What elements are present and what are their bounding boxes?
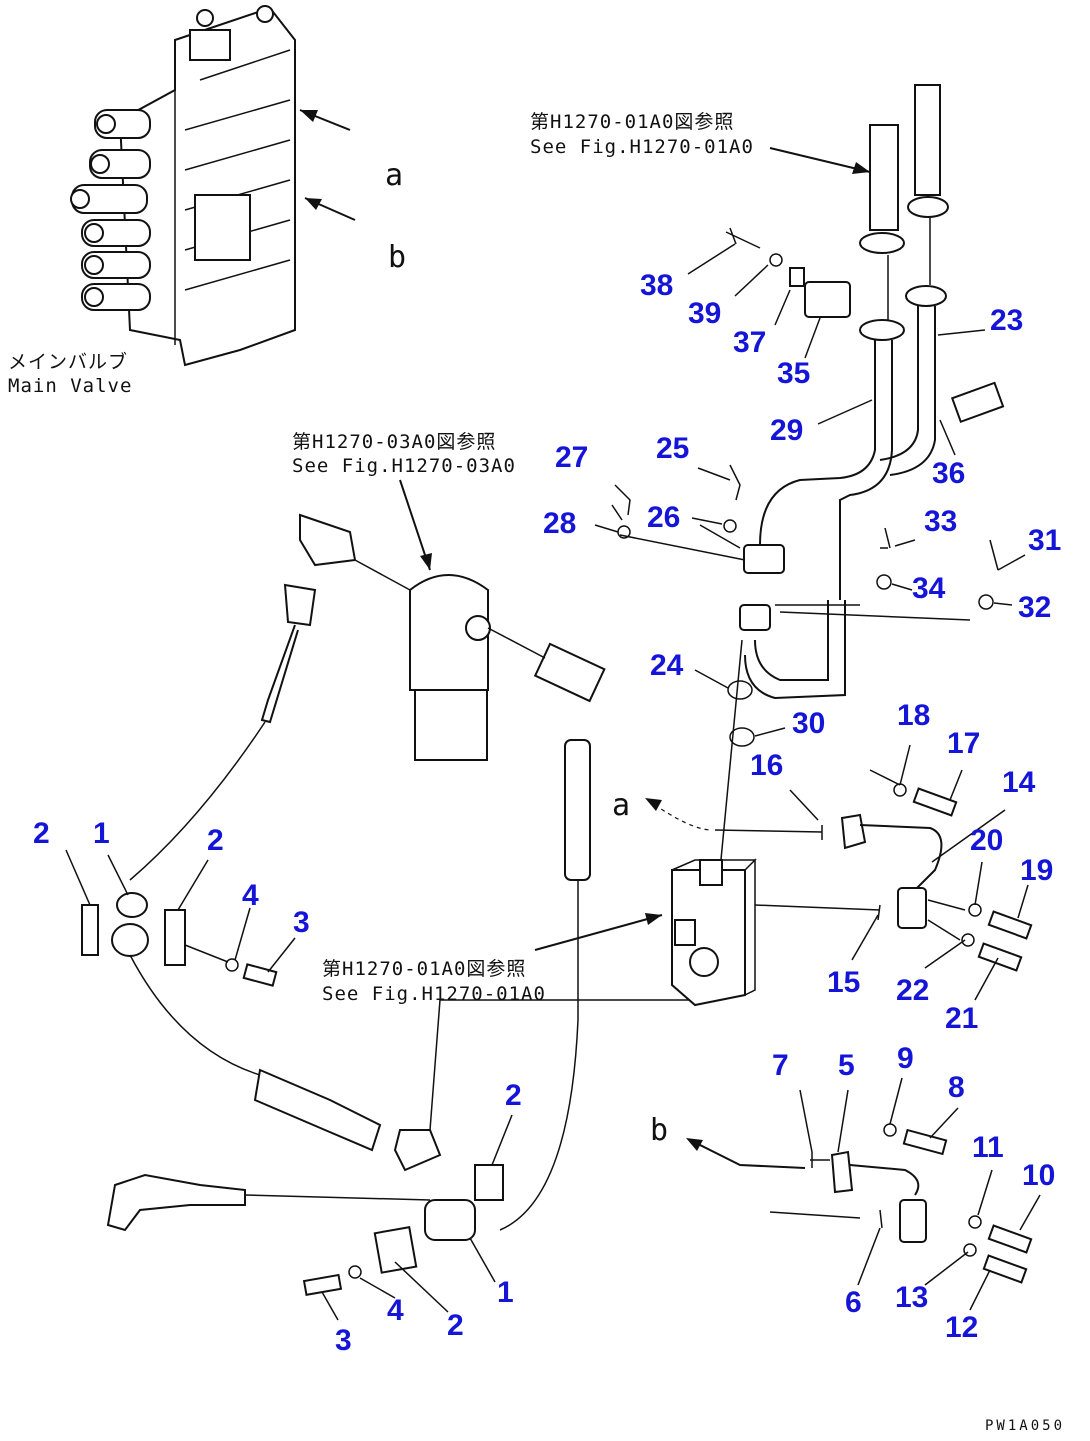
part-number-2-bottom[interactable]: 2 [447, 1309, 464, 1342]
part-number-2-mid[interactable]: 2 [207, 824, 224, 857]
pipe-assembly-top [614, 84, 1005, 871]
ref-note-filter-jp: 第H1270-03A0図参照 [292, 431, 496, 453]
part-number-13[interactable]: 13 [895, 1281, 928, 1314]
part-number-25[interactable]: 25 [656, 432, 689, 465]
part-number-19[interactable]: 19 [1020, 854, 1053, 887]
fittings-lower-right [769, 1123, 1033, 1284]
main-valve-label-jp: メインバルブ [8, 350, 128, 373]
arrow-letter-b: b [388, 240, 406, 275]
part-number-27[interactable]: 27 [555, 441, 588, 474]
part-number-39[interactable]: 39 [688, 297, 721, 330]
part-number-23[interactable]: 23 [990, 304, 1023, 337]
main-valve-label-en: Main Valve [8, 375, 132, 397]
ref-note-top-jp: 第H1270-01A0図参照 [530, 111, 734, 133]
valve-block-illustration [671, 858, 881, 1007]
part-number-35[interactable]: 35 [777, 357, 810, 390]
part-number-32[interactable]: 32 [1018, 591, 1051, 624]
arrow-letter-a: a [385, 158, 403, 193]
part-number-7[interactable]: 7 [772, 1049, 789, 1082]
part-number-37[interactable]: 37 [733, 326, 766, 359]
part-number-30[interactable]: 30 [792, 707, 825, 740]
part-number-33[interactable]: 33 [924, 505, 957, 538]
part-number-38[interactable]: 38 [640, 269, 673, 302]
part-number-34[interactable]: 34 [912, 572, 946, 605]
ref-note-top-en: See Fig.H1270-01A0 [530, 136, 754, 158]
part-numbers: 38 39 37 35 23 29 36 27 25 28 26 33 31 3… [33, 269, 1061, 1357]
part-number-8[interactable]: 8 [948, 1071, 965, 1104]
arrow-letter-b-low: b [650, 1113, 668, 1148]
part-number-24[interactable]: 24 [650, 649, 684, 682]
arrow-b-low-line [689, 1139, 806, 1169]
part-number-3-lower[interactable]: 3 [335, 1324, 352, 1357]
part-number-4-upper[interactable]: 4 [242, 879, 259, 912]
ref-note-filter-en: See Fig.H1270-03A0 [292, 455, 516, 477]
part-number-1-left[interactable]: 1 [93, 817, 110, 850]
part-number-6[interactable]: 6 [845, 1286, 862, 1319]
part-number-10[interactable]: 10 [1022, 1159, 1055, 1192]
ref-note-top-leader [769, 147, 871, 173]
part-number-17[interactable]: 17 [947, 727, 980, 760]
part-number-36[interactable]: 36 [932, 457, 965, 490]
main-valve-illustration [70, 5, 296, 367]
ref-note-block-en: See Fig.H1270-01A0 [322, 983, 546, 1005]
part-number-9[interactable]: 9 [897, 1042, 914, 1075]
part-number-16[interactable]: 16 [750, 749, 783, 782]
arrow-letter-a-mid: a [612, 788, 630, 823]
leader-lines [65, 243, 1041, 1321]
part-number-2-lower[interactable]: 2 [505, 1079, 522, 1112]
filter-illustration [299, 513, 606, 761]
part-number-4-lower[interactable]: 4 [387, 1294, 404, 1327]
part-number-29[interactable]: 29 [770, 414, 803, 447]
part-number-20[interactable]: 20 [970, 824, 1003, 857]
part-number-12[interactable]: 12 [945, 1311, 978, 1344]
hose-assembly-left [81, 583, 699, 1297]
ref-note-block-jp: 第H1270-01A0図参照 [322, 958, 526, 980]
part-number-1-lower[interactable]: 1 [497, 1276, 514, 1309]
part-number-3-upper[interactable]: 3 [293, 906, 310, 939]
part-number-5[interactable]: 5 [838, 1049, 855, 1082]
drawing-code: PW1A050 [985, 1418, 1065, 1434]
part-number-21[interactable]: 21 [945, 1002, 978, 1035]
main-valve-solenoids [70, 109, 151, 311]
part-number-18[interactable]: 18 [897, 699, 930, 732]
part-number-11[interactable]: 11 [972, 1131, 1004, 1164]
part-number-26[interactable]: 26 [647, 501, 680, 534]
part-number-2-left[interactable]: 2 [33, 817, 50, 850]
ref-note-block-leader [534, 914, 663, 951]
part-number-28[interactable]: 28 [543, 507, 576, 540]
part-number-22[interactable]: 22 [896, 974, 929, 1007]
part-number-15[interactable]: 15 [827, 966, 860, 999]
part-number-14[interactable]: 14 [1002, 766, 1036, 799]
fittings-right [714, 769, 1033, 972]
part-number-31[interactable]: 31 [1028, 524, 1061, 557]
